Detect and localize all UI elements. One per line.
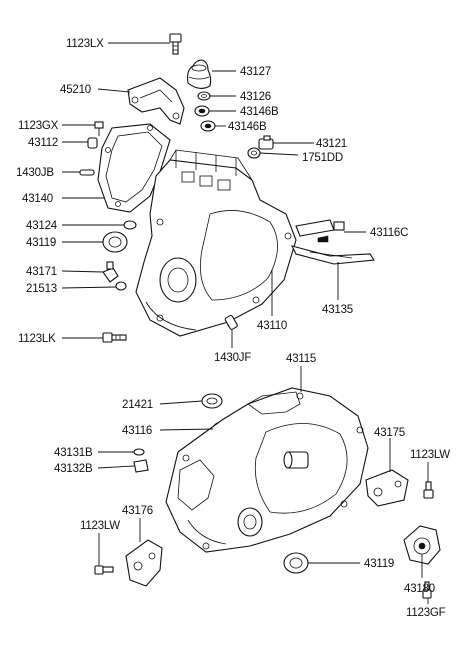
bolt-1123gf-icon: [422, 581, 432, 599]
label-43127: 43127: [240, 66, 271, 78]
label-1123gx: 1123GX: [18, 120, 59, 132]
label-43171: 43171: [26, 266, 57, 278]
cap-43132b-icon: [133, 459, 149, 473]
label-43116c: 43116C: [370, 227, 408, 239]
label-1123gf: 1123GF: [406, 607, 446, 619]
label-43131b: 43131B: [54, 447, 93, 459]
label-1123lw-left: 1123LW: [80, 520, 120, 532]
pin-1430jb-icon: [79, 169, 95, 176]
clutch-housing-43115-icon: [165, 387, 369, 553]
label-43124: 43124: [26, 220, 58, 232]
label-1123lw-right: 1123LW: [410, 449, 450, 461]
label-43180: 43180: [404, 583, 435, 595]
bolt-1123lw-left-icon: [94, 565, 114, 575]
cover-43180-icon: [403, 525, 441, 565]
label-21421: 21421: [122, 399, 153, 411]
boot-43127-icon: [187, 59, 212, 89]
label-43176: 43176: [122, 505, 153, 517]
label-43126: 43126: [240, 91, 271, 103]
pin-1430jf-icon: [224, 314, 238, 330]
label-21513: 21513: [26, 283, 57, 295]
label-43110: 43110: [257, 320, 287, 332]
label-43140: 43140: [22, 193, 53, 205]
fitting-43112-icon: [87, 137, 98, 149]
oil-seal-43119-lower-icon: [283, 552, 309, 574]
label-1430jb: 1430JB: [16, 167, 54, 179]
bolt-1123lx-icon: [169, 33, 182, 55]
plug-43121-icon: [258, 135, 274, 150]
washer-43126-icon: [197, 91, 211, 101]
seal-43146b-upper-icon: [194, 105, 210, 117]
label-43119-upper: 43119: [26, 237, 56, 249]
bolt-1123lk-icon: [102, 332, 127, 343]
bracket-43176-icon: [125, 539, 163, 587]
seal-43146b-lower-icon: [200, 120, 216, 132]
label-1123lk: 1123LK: [18, 333, 56, 345]
oil-seal-43119-upper-icon: [102, 231, 128, 253]
label-43112: 43112: [28, 137, 58, 149]
bolt-1123gx-icon: [94, 121, 104, 136]
label-43146b-upper: 43146B: [240, 106, 279, 118]
seal-21421-icon: [201, 393, 223, 409]
washer-1751dd-icon: [247, 147, 261, 159]
bracket-45210-icon: [127, 77, 185, 125]
tube-43116c-icon: [295, 219, 345, 243]
washer-21513-icon: [115, 281, 127, 291]
label-43132b: 43132B: [54, 463, 93, 475]
strip-43135-icon: [290, 245, 375, 265]
seal-43124-icon: [123, 220, 137, 230]
bracket-43175-icon: [365, 469, 409, 507]
label-43175: 43175: [374, 427, 405, 439]
bolt-1123lw-right-icon: [423, 481, 434, 499]
label-43115: 43115: [286, 353, 316, 365]
label-43119-lower: 43119: [364, 558, 394, 570]
transaxle-case-43110-icon: [135, 149, 297, 337]
label-1123lx: 1123LX: [66, 38, 104, 50]
label-43116: 43116: [122, 425, 152, 437]
label-43121: 43121: [316, 138, 347, 150]
leader-lines: [61, 42, 429, 604]
label-43146b-lower: 43146B: [228, 121, 267, 133]
label-43135: 43135: [322, 304, 353, 316]
cap-43131b-icon: [133, 448, 145, 456]
part-number-labels: 1123LX 43127 45210 43126 43146B 43146B 1…: [16, 38, 450, 619]
label-1751dd: 1751DD: [302, 152, 343, 164]
label-1430jf: 1430JF: [214, 352, 251, 364]
label-45210: 45210: [60, 84, 91, 96]
sensor-43171-icon: [102, 261, 119, 283]
